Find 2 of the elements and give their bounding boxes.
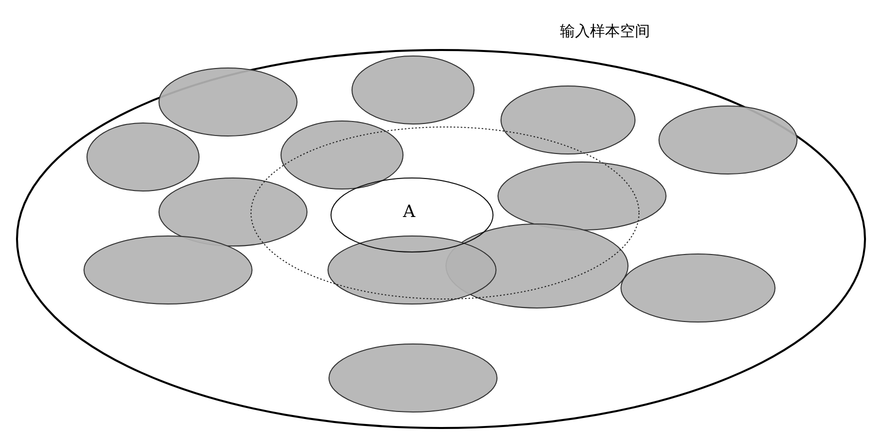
set-label: A: [403, 202, 416, 222]
region-label: 输入样本空间: [560, 22, 650, 41]
